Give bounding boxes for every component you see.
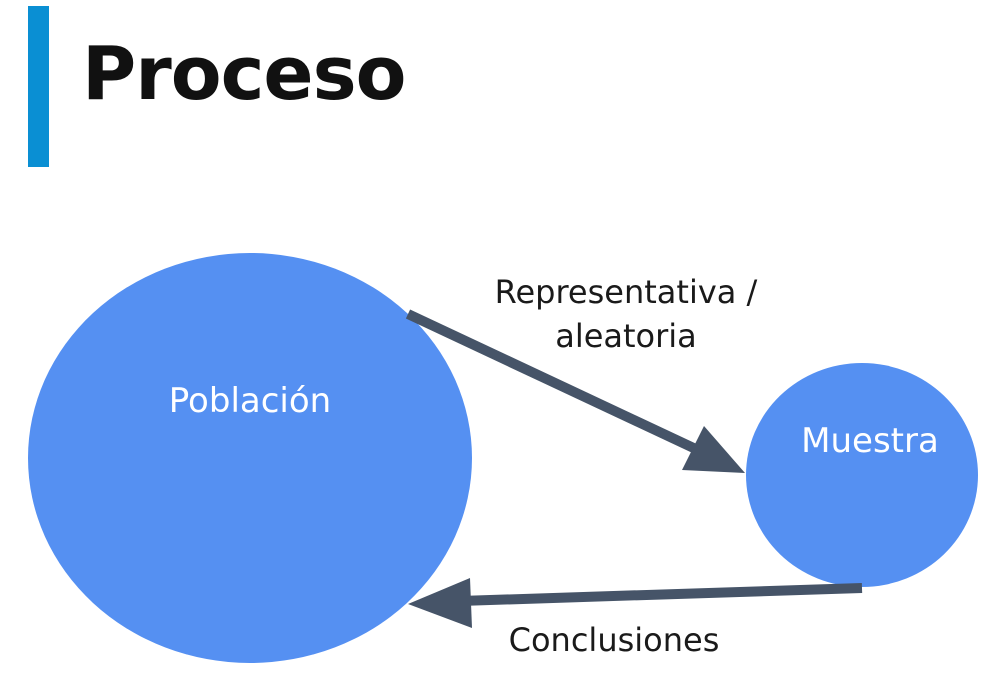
- arrow-to-sample: [405, 309, 703, 456]
- population-label: Población: [169, 381, 331, 421]
- sample-label: Muestra: [801, 421, 939, 461]
- title-accent-bar: [28, 6, 49, 167]
- page-title: Proceso: [82, 31, 407, 117]
- arrow-to-population: [459, 583, 863, 606]
- sample-node: [746, 363, 978, 587]
- sampling-label-line2: aleatoria: [555, 317, 697, 355]
- arrow-to-population-head: [408, 578, 472, 628]
- population-node: [28, 253, 472, 663]
- arrow-to-sample-head: [682, 426, 745, 473]
- sampling-label-line1: Representativa /: [495, 273, 758, 311]
- conclusions-label: Conclusiones: [509, 621, 720, 659]
